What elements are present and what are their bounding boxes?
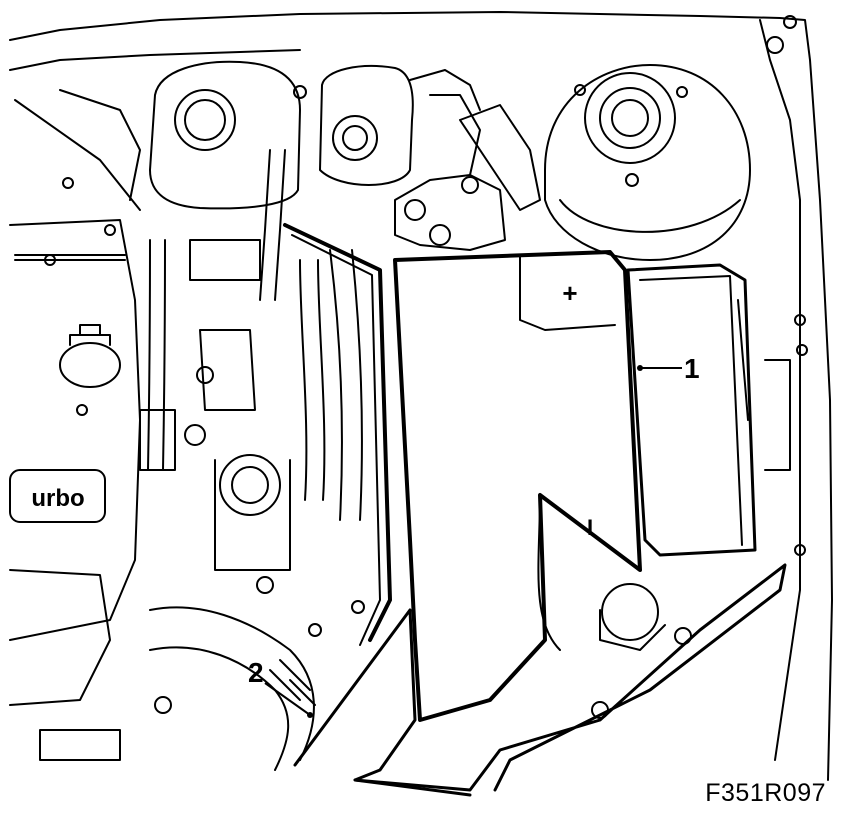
body-frame xyxy=(9,11,833,781)
callout-1-number: 1 xyxy=(684,353,700,384)
callout-2-number: 2 xyxy=(248,657,264,688)
lower-hose xyxy=(149,606,316,771)
engine-badge: urbo xyxy=(31,485,84,512)
battery-negative-mark: I xyxy=(587,515,593,540)
wing-panel-edge xyxy=(759,19,801,761)
expansion-tank xyxy=(149,60,307,210)
bolt xyxy=(783,15,797,29)
bolt xyxy=(766,36,784,54)
callout-2-leader xyxy=(264,682,311,716)
battery-tray xyxy=(293,563,787,797)
hoses xyxy=(139,149,363,521)
master-cylinder xyxy=(394,94,541,251)
thermostat-housing xyxy=(214,454,291,571)
battery xyxy=(393,250,642,722)
bolt xyxy=(794,544,806,556)
figure-code: F351R097 xyxy=(705,779,826,807)
bolt xyxy=(794,314,806,326)
brake-fluid-reservoir xyxy=(319,65,481,186)
callout-1-dot xyxy=(637,365,643,371)
battery-positive-mark: + xyxy=(562,278,577,308)
callout-2-dot xyxy=(307,712,313,718)
wiring-loom xyxy=(283,223,392,646)
misc-components xyxy=(14,89,791,761)
front-panel-edge xyxy=(9,49,301,71)
strut-tower xyxy=(544,64,751,261)
fuse-box xyxy=(626,263,757,557)
oil-filler-cap xyxy=(59,324,121,388)
engine-cover xyxy=(9,219,141,706)
bolt xyxy=(796,344,808,356)
